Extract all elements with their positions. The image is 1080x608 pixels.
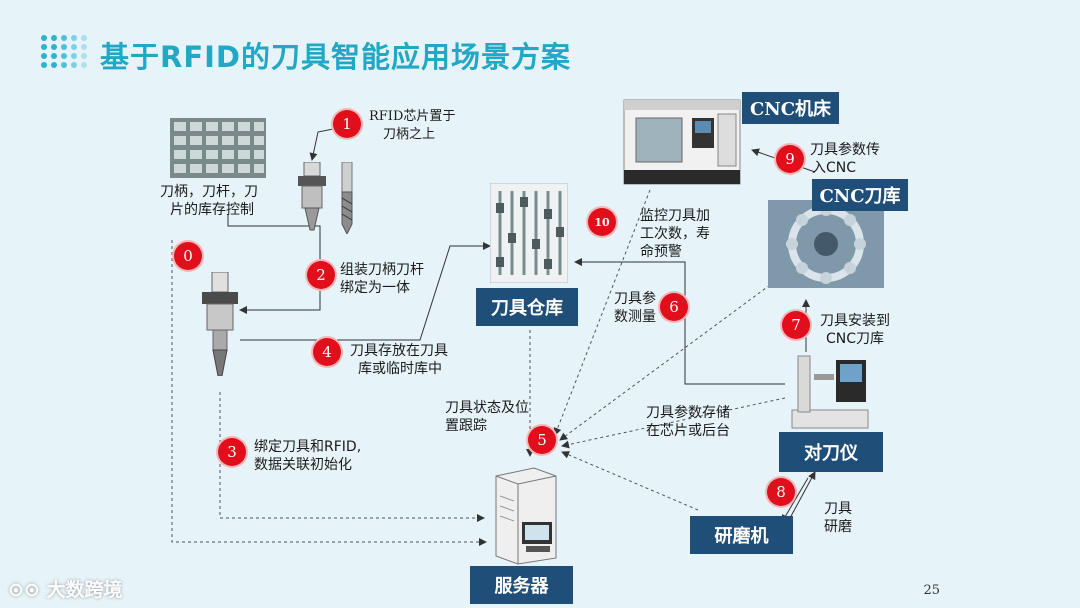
tool-rack-image <box>490 183 568 283</box>
watermark-icon: ⊙⊙ <box>8 579 47 601</box>
watermark-logo: ⊙⊙ 大数跨境 <box>8 579 123 601</box>
step-1-label: RFID芯片置于刀柄之上 <box>369 109 456 142</box>
warehouse-box: 刀具仓库 <box>476 288 578 326</box>
page-number: 25 <box>923 583 940 598</box>
end-mill-image <box>341 162 353 234</box>
tool-shelf-image <box>170 118 266 178</box>
presetter-image <box>791 355 869 429</box>
title-dots-icon <box>41 35 87 68</box>
page-title: 基于RFID的刀具智能应用场景方案 <box>100 40 572 74</box>
param-store-label: 刀具参数存储在芯片或后台 <box>646 405 730 439</box>
step-4-label: 刀具存放在刀具库或临时库中 <box>350 343 448 377</box>
step-4-marker: 4 <box>313 338 341 366</box>
server-image <box>495 467 557 565</box>
grinder-box: 研磨机 <box>690 516 793 554</box>
step-2-label: 组装刀柄刀杆绑定为一体 <box>340 262 424 296</box>
step-6-marker: 6 <box>660 293 688 321</box>
step-5-marker: 5 <box>528 426 556 454</box>
server-box: 服务器 <box>470 566 573 604</box>
cnc-machine-image <box>623 99 741 185</box>
step-9-marker: 9 <box>776 145 804 173</box>
step-8-label: 刀具研磨 <box>824 501 852 535</box>
step-7-marker: 7 <box>782 311 810 339</box>
cnc-machine-box: CNC机床 <box>742 92 839 124</box>
step-3-marker: 3 <box>218 438 246 466</box>
step-3-label: 绑定刀具和RFID,数据关联初始化 <box>254 439 362 473</box>
presetter-box: 对刀仪 <box>779 432 883 472</box>
tool-holder-image <box>298 162 326 231</box>
step-8-marker: 8 <box>767 478 795 506</box>
step-0-marker: 0 <box>174 242 202 270</box>
step-2-marker: 2 <box>307 261 335 289</box>
step-5-label: 刀具状态及位置跟踪 <box>445 400 529 434</box>
step-6-label: 刀具参数测量 <box>614 291 656 325</box>
step-1-marker: 1 <box>333 110 361 138</box>
step-10-label: 监控刀具加工次数，寿命预警 <box>640 208 710 260</box>
step-10-marker: 10 <box>588 208 616 236</box>
assembled-tool-image <box>202 272 238 376</box>
cnc-magazine-image <box>768 200 884 288</box>
step-9-label: 刀具参数传入CNC <box>810 142 880 176</box>
inventory-label: 刀柄，刀杆，刀片的库存控制 <box>160 184 258 218</box>
cnc-magazine-box: CNC刀库 <box>812 179 908 211</box>
